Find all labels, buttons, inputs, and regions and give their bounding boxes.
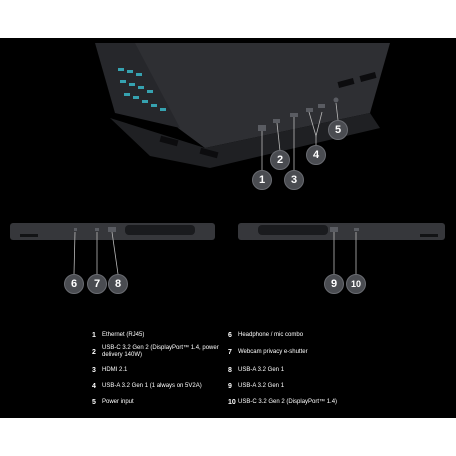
laptop-illustration	[10, 43, 445, 275]
callout-5: 5	[328, 120, 348, 140]
rear-ports	[258, 97, 339, 131]
callout-3: 3	[284, 170, 304, 190]
legend-number: 3	[92, 367, 96, 374]
legend-number: 7	[228, 349, 232, 356]
legend-text: Webcam privacy e-shutter	[238, 349, 308, 355]
leader-lines-sides	[73, 231, 357, 275]
left-side-view	[10, 223, 215, 240]
legend-number: 4	[92, 383, 96, 390]
callout-8: 8	[108, 274, 128, 294]
legend-number: 5	[92, 399, 96, 406]
callout-2: 2	[270, 150, 290, 170]
legend-text: Ethernet (RJ45)	[102, 332, 145, 338]
legend-number: 9	[228, 383, 232, 390]
callout-4: 4	[306, 145, 326, 165]
legend-text: USB-C 3.2 Gen 2 (DisplayPort™ 1.4)	[238, 399, 338, 405]
rear-base	[110, 113, 380, 168]
legend-text: USB-C 3.2 Gen 2 (DisplayPort™ 1.4, power…	[102, 345, 219, 358]
callout-1: 1	[252, 170, 272, 190]
legend-number: 2	[92, 349, 96, 356]
legend-text: USB-A 3.2 Gen 1 (1 always on 5V2A)	[102, 383, 202, 389]
legend-text: USB-A 3.2 Gen 1	[238, 383, 285, 389]
legend-number: 6	[228, 332, 232, 339]
legend-text: Headphone / mic combo	[238, 332, 304, 338]
callout-9: 9	[324, 274, 344, 294]
legend-number: 10	[228, 399, 236, 406]
legend-text: HDMI 2.1	[102, 367, 128, 373]
callout-6: 6	[64, 274, 84, 294]
legend-number: 8	[228, 367, 232, 374]
callout-7: 7	[87, 274, 107, 294]
product-image-panel: 1 2 3 4 5 6 7 8 9 10 1 Ethernet (RJ45) 2…	[0, 38, 456, 418]
callout-10: 10	[346, 274, 366, 294]
keyboard-deck	[95, 43, 180, 128]
right-side-view	[238, 223, 445, 240]
legend-number: 1	[92, 332, 96, 339]
rear-vents	[159, 72, 377, 159]
backlit-keys	[118, 68, 166, 111]
laptop-lid	[125, 43, 390, 148]
leader-lines-rear	[261, 102, 339, 171]
legend-text: Power input	[102, 399, 134, 405]
legend-text: USB-A 3.2 Gen 1	[238, 367, 285, 373]
